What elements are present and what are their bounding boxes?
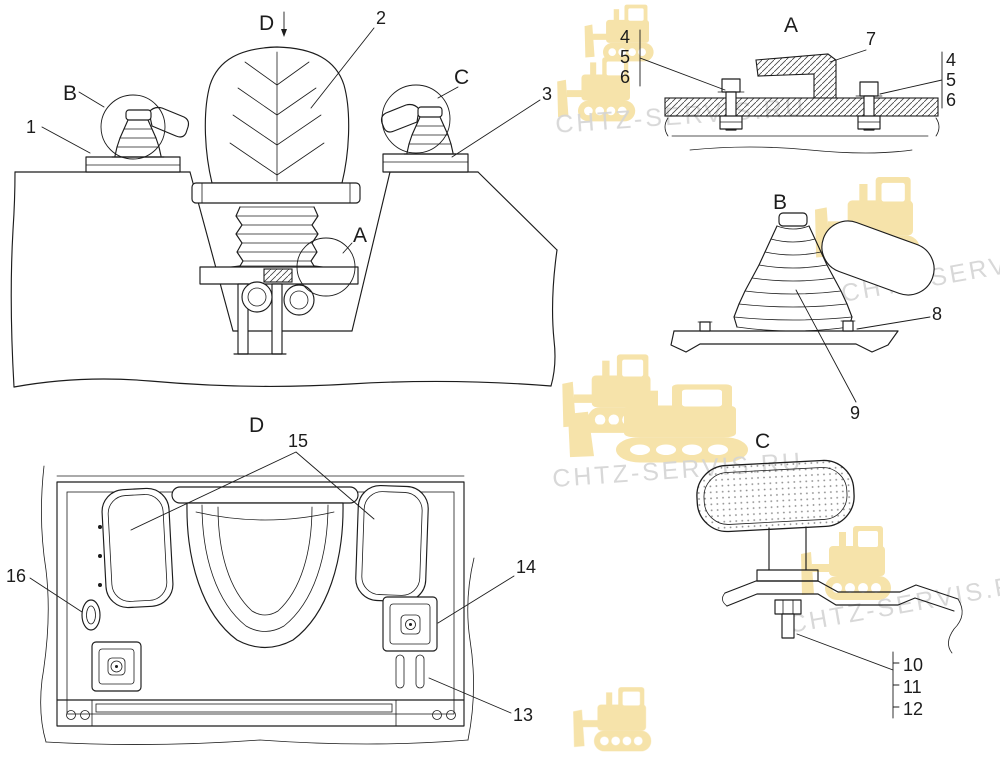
detail-b-drawing (670, 212, 935, 353)
stack-10-11-12-bracket (892, 651, 900, 719)
view-d-arrow (281, 11, 287, 37)
detail-b-title: B (773, 191, 787, 214)
grommet (81, 599, 101, 631)
callout-15-leaders (130, 451, 375, 531)
detail-b-circle (100, 94, 166, 160)
callout-6-label: 6 (946, 90, 956, 110)
main-view: 1 2 3 B C A D (10, 8, 558, 388)
detail-c-title: C (755, 430, 770, 453)
lever-handle (821, 220, 935, 296)
callout-4-label: 4 (620, 27, 630, 47)
detail-b-view: B 8 9 (670, 191, 942, 423)
callout-1-leader (41, 126, 91, 154)
boot-slot-plate (171, 486, 359, 504)
callout-2-label: 2 (376, 8, 386, 28)
lever-mounting-plate (199, 266, 359, 355)
angle-bracket (755, 53, 837, 99)
left-boot-assembly (85, 106, 190, 173)
view-d-title: D (249, 414, 264, 437)
callout-13-leader (428, 677, 512, 714)
callout-14-leader (437, 575, 515, 624)
watermark-layer: CHTZ-SERVIS.RU CHTZ-SERVIS.RU CHTZ-SERVI… (551, 4, 1000, 752)
detail-a-drawing (664, 53, 940, 154)
rubber-pad-left (101, 487, 174, 609)
detail-c-drawing (696, 459, 963, 654)
callout-14-label: 14 (516, 557, 536, 577)
callout-12-label: 12 (903, 699, 923, 719)
right-boot-assembly (380, 103, 469, 173)
callout-9-leader (795, 289, 857, 403)
lever-base-plate (191, 182, 361, 204)
gear-lever-boot (204, 46, 350, 184)
detail-c-leader (437, 86, 459, 99)
callout-4-label: 4 (946, 50, 956, 70)
view-d-arrow-label: D (259, 12, 274, 35)
bulldozer-icon (573, 687, 652, 752)
knob-pad (696, 459, 855, 533)
left-mount (91, 641, 142, 692)
callout-7-leader (829, 49, 867, 63)
stack-10-11-12-leader (796, 633, 894, 671)
callout-8-leader (856, 316, 931, 330)
callout-3-leader (451, 99, 541, 158)
boot-top-view (186, 502, 344, 649)
slot (395, 654, 405, 689)
left-stack-bracket (639, 29, 726, 91)
rubber-pad-right (355, 484, 429, 603)
callout-16-label: 16 (6, 566, 26, 586)
detail-c-view: C 10 11 12 (696, 430, 963, 719)
detail-a-circle (296, 237, 356, 297)
callout-3-label: 3 (542, 84, 552, 104)
right-mount (382, 596, 438, 689)
left-bolt (717, 78, 745, 131)
view-d-drawing (40, 465, 475, 745)
detail-a-title: A (784, 14, 798, 37)
callout-2-leader (310, 27, 375, 109)
callout-7-label: 7 (866, 29, 876, 49)
callout-16-leader (29, 577, 83, 613)
detail-a-leader (342, 242, 353, 254)
callout-8-label: 8 (932, 304, 942, 324)
callout-10-label: 10 (903, 655, 923, 675)
detail-c-marker-label: C (454, 66, 469, 89)
bulldozer-icon (801, 526, 891, 600)
detail-a-marker-label: A (353, 224, 367, 247)
callout-11-label: 11 (903, 677, 922, 697)
knob-bolt (774, 599, 802, 639)
callout-15-label: 15 (288, 431, 308, 451)
right-stack-bracket (879, 51, 943, 109)
callout-5-label: 5 (946, 70, 956, 90)
detail-a-view: A 4 (620, 14, 956, 154)
right-bolt (855, 81, 883, 131)
callout-6-label: 6 (620, 67, 630, 87)
detail-b-leader (78, 91, 105, 108)
lever-bellows (223, 206, 331, 269)
callout-13-label: 13 (513, 705, 533, 725)
callout-1-label: 1 (26, 117, 36, 137)
detail-b-marker-label: B (63, 82, 77, 105)
slot (415, 654, 425, 689)
callout-9-label: 9 (850, 403, 860, 423)
detail-c-circle (381, 84, 451, 154)
callout-5-label: 5 (620, 47, 630, 67)
view-d: D (6, 414, 536, 745)
